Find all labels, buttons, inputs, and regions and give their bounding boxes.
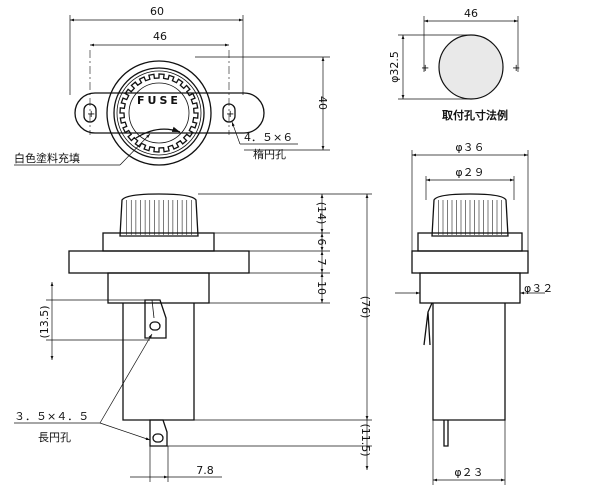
- hole-note-size: 4．５×６: [244, 131, 293, 144]
- dim-height: 40: [316, 96, 329, 110]
- front-cap-ribs: [126, 200, 192, 235]
- dim-overall-width: 60: [150, 5, 164, 18]
- terminal-note-type: 長円孔: [38, 431, 71, 444]
- dim-body: 10: [315, 281, 328, 295]
- dim-flange: 7: [315, 259, 328, 266]
- side-dim-body: φ３２: [524, 282, 553, 295]
- side-tube: [432, 303, 506, 421]
- side-dim-tube: φ２３: [454, 466, 483, 479]
- flange-outline: [74, 92, 265, 134]
- mount-example: 46 + + φ32.5 取付孔寸法例: [388, 7, 520, 122]
- fill-note: 白色塗料充填: [14, 151, 80, 165]
- front-view: (14) 6 7 10 (76) (11.5) (13.5) 7.8 ３．５×４…: [14, 193, 372, 482]
- cap-marking: FUSE: [137, 94, 181, 107]
- side-dim-outer: φ３６: [455, 141, 484, 154]
- svg-text:+: +: [512, 63, 520, 74]
- bezel-inner: [113, 67, 205, 159]
- side-dim-cap: φ２９: [455, 166, 484, 179]
- dim-total: (76): [359, 296, 372, 319]
- side-view: φ３６ φ２９ φ３２ φ２３: [395, 141, 553, 485]
- side-flange: [411, 250, 529, 274]
- mount-hole-circle: [438, 34, 504, 100]
- terminal-lower: [149, 419, 168, 447]
- dim-ring: 6: [315, 239, 328, 246]
- front-flange: [68, 250, 250, 274]
- rotation-arrow-icon: [135, 126, 181, 139]
- side-cap-ribs: [438, 200, 502, 235]
- front-cap: [119, 193, 199, 237]
- mount-dim-pitch: 46: [464, 7, 478, 20]
- svg-text:+: +: [421, 63, 429, 74]
- hole-note-type: 楕円孔: [253, 147, 286, 161]
- svg-text:+: +: [226, 109, 234, 120]
- dim-terminal-offset: (13.5): [38, 305, 51, 338]
- dim-terminal-spacing: 7.8: [196, 464, 214, 477]
- side-terminal-lower: [443, 420, 449, 447]
- front-body: [107, 272, 210, 304]
- bezel-outer: [106, 60, 212, 166]
- side-cap: [431, 193, 509, 237]
- dim-cap-height: (14): [315, 202, 328, 225]
- top-view: + + FUSE 60 46 40 4．５×６ 楕円孔: [14, 5, 330, 166]
- front-tube: [122, 303, 195, 421]
- mount-dim-diameter: φ32.5: [388, 51, 401, 83]
- dim-tail: (11.5): [359, 423, 372, 456]
- terminal-note-size: ３．５×４．５: [14, 410, 89, 423]
- knurled-cap: [119, 73, 199, 153]
- side-terminal-upper: [423, 302, 433, 346]
- svg-text:+: +: [87, 109, 95, 120]
- mount-caption: 取付孔寸法例: [442, 108, 508, 122]
- knob-outer: [116, 70, 202, 156]
- dim-hole-pitch: 46: [153, 30, 167, 43]
- terminal-upper: [144, 299, 167, 339]
- side-body: [419, 272, 521, 304]
- cap-face: [128, 82, 190, 144]
